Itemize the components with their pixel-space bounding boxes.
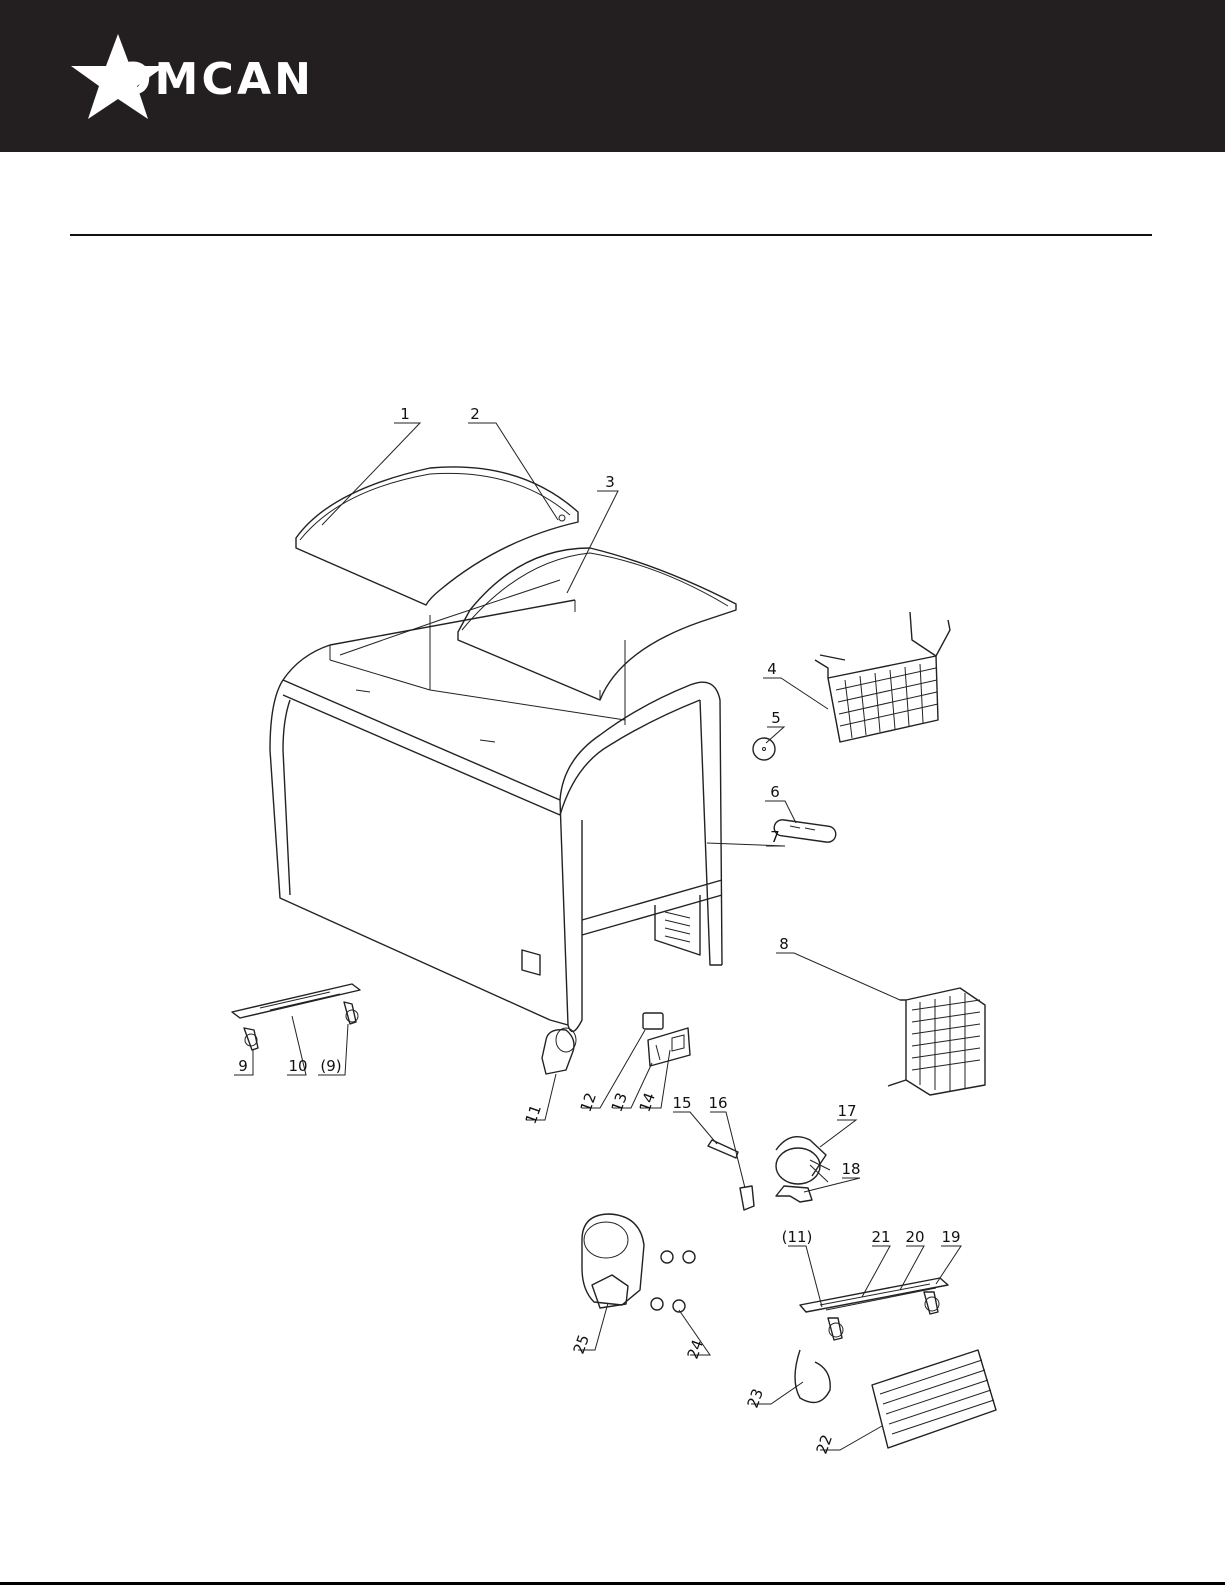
callout-11: 11 bbox=[522, 1102, 545, 1126]
rubber-feet bbox=[651, 1251, 695, 1312]
callout-8: 8 bbox=[779, 935, 789, 953]
callout-14: 14 bbox=[636, 1090, 659, 1114]
leader-lines bbox=[234, 423, 961, 1450]
callout-1: 1 bbox=[400, 405, 410, 423]
callout-9-ref: (9) bbox=[320, 1057, 341, 1075]
power-cord bbox=[795, 1350, 830, 1403]
callout-20: 20 bbox=[905, 1228, 924, 1246]
callout-13: 13 bbox=[608, 1090, 631, 1114]
callout-16: 16 bbox=[708, 1094, 727, 1112]
callout-18: 18 bbox=[841, 1160, 860, 1178]
callout-10: 10 bbox=[288, 1057, 307, 1075]
callout-7: 7 bbox=[770, 828, 780, 846]
rear-caster-plate bbox=[800, 1278, 948, 1340]
callout-4: 4 bbox=[767, 660, 777, 678]
callout-25: 25 bbox=[570, 1332, 593, 1356]
wire-basket bbox=[815, 612, 950, 742]
callout-2: 2 bbox=[470, 405, 480, 423]
thermostat-knob bbox=[753, 738, 775, 760]
callout-22: 22 bbox=[813, 1432, 836, 1456]
compressor bbox=[582, 1214, 644, 1308]
callout-5: 5 bbox=[771, 709, 781, 727]
callout-11-ref: (11) bbox=[782, 1228, 813, 1246]
callout-15: 15 bbox=[672, 1094, 691, 1112]
callout-3: 3 bbox=[605, 473, 615, 491]
motor-bracket bbox=[776, 1186, 812, 1202]
part-11 bbox=[542, 1028, 576, 1074]
callout-6: 6 bbox=[770, 783, 780, 801]
callout-21: 21 bbox=[871, 1228, 890, 1246]
callout-17: 17 bbox=[837, 1102, 856, 1120]
callout-9: 9 bbox=[238, 1057, 248, 1075]
lamp-assembly bbox=[773, 819, 837, 843]
callout-19: 19 bbox=[941, 1228, 960, 1246]
callout-24: 24 bbox=[684, 1337, 707, 1361]
freezer-cabinet bbox=[270, 580, 722, 1031]
switch bbox=[643, 1013, 663, 1029]
glass-lids bbox=[296, 467, 736, 700]
callout-12: 12 bbox=[577, 1090, 600, 1114]
callout-23: 23 bbox=[744, 1386, 767, 1410]
back-grille bbox=[872, 1350, 996, 1448]
part-13-14 bbox=[648, 1028, 690, 1066]
condenser bbox=[888, 988, 985, 1095]
fan-motor bbox=[776, 1137, 830, 1184]
front-caster-plate bbox=[232, 984, 360, 1050]
part-16 bbox=[740, 1186, 754, 1210]
